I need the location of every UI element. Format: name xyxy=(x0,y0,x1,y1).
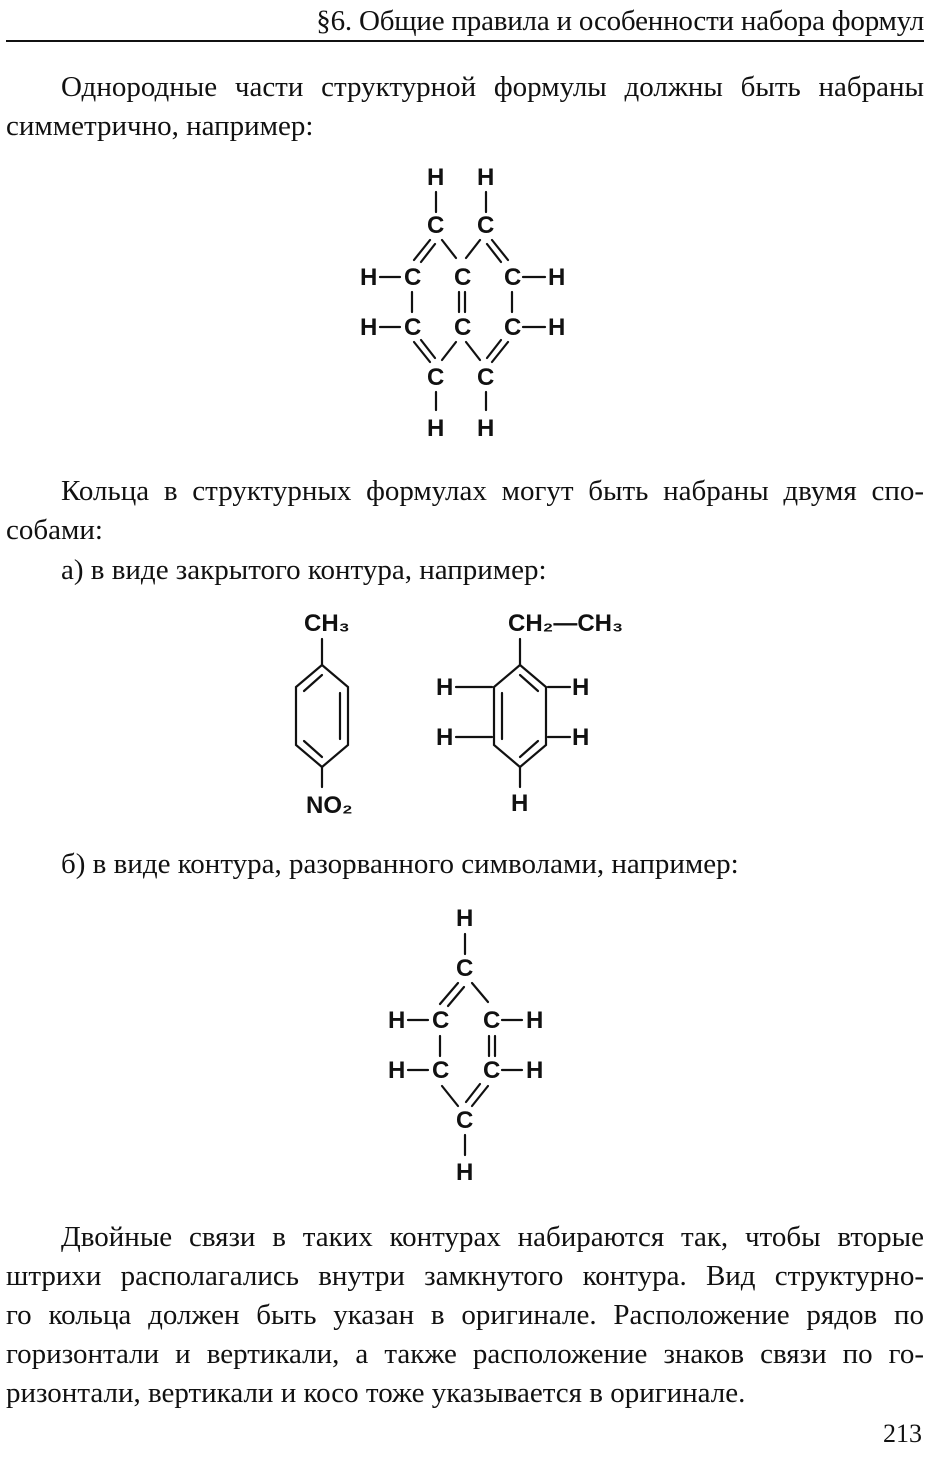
formula-benzene-open: H C H C C H H C C H C H xyxy=(388,905,543,1186)
list-item-a: а) в виде закрытого контура, например: xyxy=(61,554,547,586)
paragraph-3-line-2: штрихи располагались внутри замкнутого к… xyxy=(6,1260,924,1292)
atom-c: C xyxy=(504,314,521,341)
atom-h: H xyxy=(511,790,528,817)
atom-c: C xyxy=(427,364,444,391)
atom-h: H xyxy=(436,724,453,751)
paragraph-1-line-2: симметрично, например: xyxy=(6,110,314,142)
atom-c: C xyxy=(504,264,521,291)
toluene-methyl-label: CH₃ xyxy=(304,610,350,637)
paragraph-2-line-2: собами: xyxy=(6,514,103,546)
atom-c: C xyxy=(477,212,494,239)
paragraph-3-line-5: ризонтали, вертикали и косо тоже указыва… xyxy=(6,1377,746,1409)
paragraph-1-line-1: Однородные части структурной формулы дол… xyxy=(61,71,924,103)
formula-nitrotoluene: CH₃ NO₂ xyxy=(294,610,353,819)
paragraph-3-line-1: Двойные связи в таких контурах набираютс… xyxy=(61,1221,924,1253)
atom-h: H xyxy=(388,1007,405,1034)
atom-c: C xyxy=(432,1057,449,1084)
atom-h: H xyxy=(548,264,565,291)
atom-h: H xyxy=(436,674,453,701)
atom-h: H xyxy=(456,1159,473,1186)
paragraph-3-line-3: го кольца должен быть указан в оригинале… xyxy=(6,1299,924,1331)
atom-h: H xyxy=(526,1057,543,1084)
atom-h: H xyxy=(548,314,565,341)
atom-c: C xyxy=(454,314,471,341)
atom-h: H xyxy=(456,905,473,932)
atom-c: C xyxy=(454,264,471,291)
atom-c: C xyxy=(404,264,421,291)
list-item-b: б) в виде контура, разорванного символам… xyxy=(61,848,739,880)
atom-h: H xyxy=(572,674,589,701)
atom-c: C xyxy=(427,212,444,239)
atom-c: C xyxy=(477,364,494,391)
atom-c: C xyxy=(404,314,421,341)
formula-ethylbenzene: CH₂—CH₃ H H H H H xyxy=(436,610,623,817)
paragraph-3-line-4: горизонтали и вертикали, а также располо… xyxy=(6,1338,924,1370)
atom-h: H xyxy=(572,724,589,751)
atom-h: H xyxy=(388,1057,405,1084)
atom-c: C xyxy=(483,1057,500,1084)
atom-h: H xyxy=(360,314,377,341)
paragraph-2-line-1: Кольца в структурных формулах могут быть… xyxy=(61,475,924,507)
atom-c: C xyxy=(456,1107,473,1134)
page-number: 213 xyxy=(883,1419,922,1448)
atom-h: H xyxy=(360,264,377,291)
atom-h: H xyxy=(526,1007,543,1034)
atom-c: C xyxy=(432,1007,449,1034)
nitro-group-label: NO₂ xyxy=(306,792,353,819)
formula-naphthalene: H H C C H C C C H H C C C H C C H H xyxy=(360,164,565,442)
atom-c: C xyxy=(456,955,473,982)
atom-h: H xyxy=(427,164,444,191)
atom-c: C xyxy=(483,1007,500,1034)
running-head: §6. Общие правила и особенности набора ф… xyxy=(6,2,924,42)
atom-h: H xyxy=(477,164,494,191)
atom-h: H xyxy=(427,415,444,442)
ethyl-group-label: CH₂—CH₃ xyxy=(508,610,623,637)
atom-h: H xyxy=(477,415,494,442)
